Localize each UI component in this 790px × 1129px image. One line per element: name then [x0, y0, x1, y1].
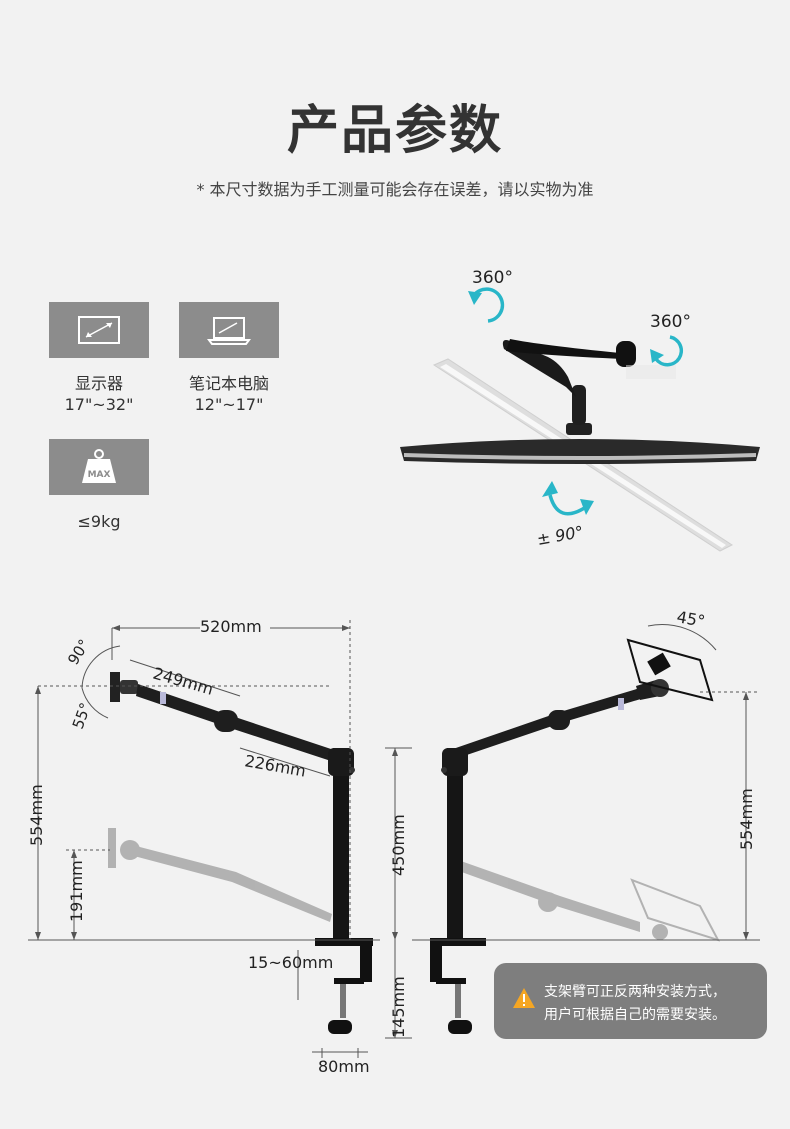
right-dimension-arrows — [743, 692, 749, 940]
note-line-1: 支架臂可正反两种安装方式， — [544, 984, 726, 1000]
laptop-icon — [207, 317, 251, 345]
laptop-spec-box — [179, 302, 279, 358]
horizontal-monitor — [400, 439, 760, 464]
dimension-drawing: 520mm 249mm 226mm 90° 55° 554mm 191mm 45… — [27, 607, 760, 1076]
dim-height-total-label: 554mm — [27, 784, 46, 846]
rotation-label-top-right: 360° — [650, 312, 691, 332]
dim-clamp-height-label: 145mm — [389, 976, 408, 1038]
weight-spec-box: MAX — [49, 439, 149, 495]
dim-tilt-angle-label: 45° — [675, 607, 706, 631]
note-line-2: 用户可根据自己的需要安装。 — [544, 1007, 726, 1023]
right-dimension-lines — [412, 624, 760, 941]
rotate-arrow-top-left — [468, 287, 505, 323]
dim-pole-label: 450mm — [389, 814, 408, 876]
monitor-icon — [78, 316, 120, 344]
rotation-label-top-left: 360° — [472, 268, 513, 288]
rotation-label-tilt: ± 90° — [535, 522, 584, 549]
right-arm-drawing — [430, 638, 721, 1034]
dim-clamp-range-label: 15~60mm — [248, 953, 333, 972]
weight-spec-value: ≤9kg — [77, 512, 121, 531]
left-dimension-lines — [28, 620, 412, 1058]
weight-icon: MAX — [82, 449, 116, 483]
dim-height-low-label: 191mm — [67, 860, 86, 922]
page-title: 产品参数 — [286, 101, 503, 161]
dim-width-label: 520mm — [200, 617, 262, 636]
left-arm-drawing — [108, 672, 373, 1034]
installation-note: 支架臂可正反两种安装方式， 用户可根据自己的需要安装。 — [494, 963, 767, 1039]
left-dimension-arrows — [35, 625, 398, 1038]
dim-right-height-label: 554mm — [737, 788, 756, 850]
dim-angle-up-label: 90° — [64, 636, 93, 668]
rotate-arrow-tilt — [542, 481, 594, 516]
rotation-illustration: 360° 360° ± 90° — [400, 268, 760, 552]
dim-base-width-label: 80mm — [318, 1057, 370, 1076]
monitor-spec-value: 17"~32" — [64, 395, 134, 414]
laptop-spec-name: 笔记本电脑 — [188, 374, 269, 393]
monitor-spec-box — [49, 302, 149, 358]
dim-arm2-label: 226mm — [243, 751, 307, 780]
weight-max-badge: MAX — [88, 470, 111, 480]
monitor-arm — [502, 339, 676, 435]
monitor-spec-name: 显示器 — [74, 374, 123, 393]
page-subtitle: * 本尺寸数据为手工测量可能会存在误差，请以实物为准 — [196, 180, 594, 199]
warning-icon — [513, 988, 535, 1008]
rotate-arrow-top-right — [650, 335, 684, 367]
laptop-spec-value: 12"~17" — [194, 395, 264, 414]
